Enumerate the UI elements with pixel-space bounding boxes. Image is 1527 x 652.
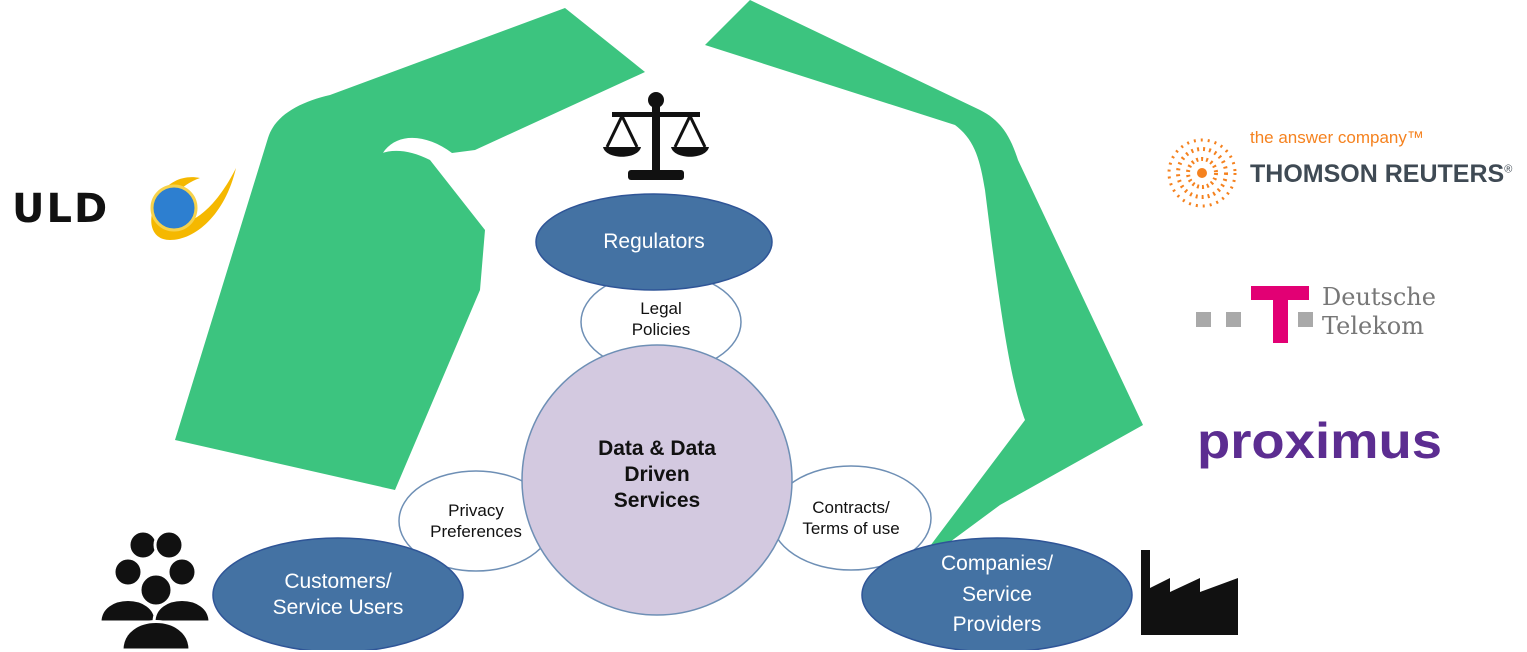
uld-swirl-logo (150, 168, 236, 240)
factory-icon (1141, 550, 1238, 635)
people-group-icon (98, 529, 212, 650)
privacy-preferences-label: Privacy Preferences (430, 500, 522, 541)
scales-of-justice-icon (603, 92, 709, 180)
companies-label: Companies/ Service Providers (940, 552, 1054, 637)
telekom-line2: Telekom (1322, 312, 1424, 340)
customers-label: Customers/ Service Users (272, 569, 404, 619)
thomson-reuters-tagline: the answer company™ (1250, 128, 1424, 147)
regulators-label: Regulators (603, 229, 705, 253)
telekom-line1: Deutsche (1322, 283, 1436, 311)
telekom-logo-mark (1196, 286, 1313, 343)
regulators-ellipse (535, 193, 773, 291)
companies-ellipse (861, 537, 1133, 650)
contracts-label: Contracts/ Terms of use (802, 497, 900, 538)
thomson-reuters-name: THOMSON REUTERS® (1250, 160, 1512, 189)
customers-ellipse (212, 537, 464, 650)
thomson-reuters-sphere-logo (1167, 138, 1237, 208)
thomson-reuters-registered-mark: ® (1504, 163, 1513, 176)
uld-logo-text: ULD (12, 186, 110, 232)
right-hand-finger-gap (850, 151, 917, 290)
right-hand-shape (705, 0, 1143, 570)
center-label: Data & Data Driven Services (598, 436, 716, 513)
center-circle (521, 344, 793, 616)
thomson-reuters-name-text: THOMSON REUTERS (1250, 160, 1505, 188)
left-hand-shape (175, 8, 645, 490)
legal-policies-label: Legal Policies (631, 298, 691, 339)
proximus-logo: proximus (1197, 413, 1442, 469)
